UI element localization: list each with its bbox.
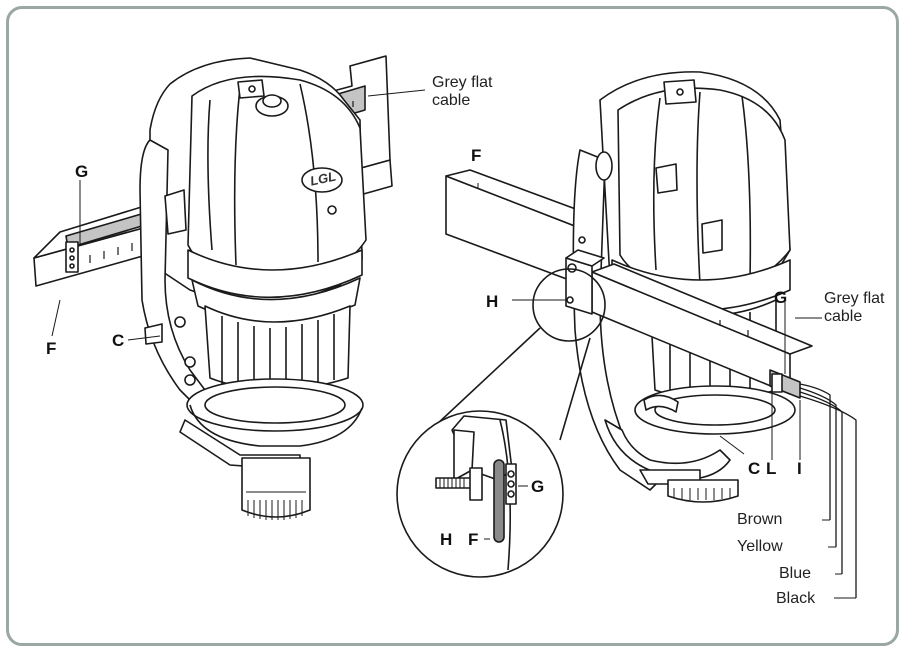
- label-grey-flat-cable-right: Grey flat cable: [824, 290, 885, 325]
- label-g-zoom: G: [531, 477, 545, 496]
- right-connector-g: [771, 373, 783, 393]
- label-g-right: G: [774, 288, 788, 307]
- left-bottom-knob: [241, 457, 311, 518]
- label-i-right: I: [797, 459, 802, 478]
- label-l-right: L: [766, 459, 777, 478]
- label-blue: Blue: [779, 565, 812, 582]
- label-yellow: Yellow: [737, 538, 783, 555]
- right-dome: [617, 87, 791, 291]
- zoom-detail: [396, 268, 606, 578]
- label-c-left: C: [112, 331, 125, 350]
- zoom-bolt-h: [435, 467, 483, 501]
- installation-diagram: [33, 55, 857, 599]
- label-black: Black: [776, 590, 816, 607]
- label-f-zoom: F: [468, 530, 479, 549]
- label-grey-flat-cable-left: Grey flat cable: [432, 74, 493, 109]
- label-g-left: G: [75, 162, 89, 181]
- right-unit: [445, 71, 857, 598]
- left-collar: [187, 249, 363, 299]
- label-h-right: H: [486, 292, 499, 311]
- label-f-left: F: [46, 339, 57, 358]
- zoom-rail-f: [493, 459, 505, 543]
- label-c-right: C: [748, 459, 761, 478]
- label-h-zoom: H: [440, 530, 453, 549]
- label-brown: Brown: [737, 511, 783, 528]
- label-f-right: F: [471, 146, 482, 165]
- right-bottom-knob: [667, 479, 739, 503]
- left-unit: [33, 55, 393, 520]
